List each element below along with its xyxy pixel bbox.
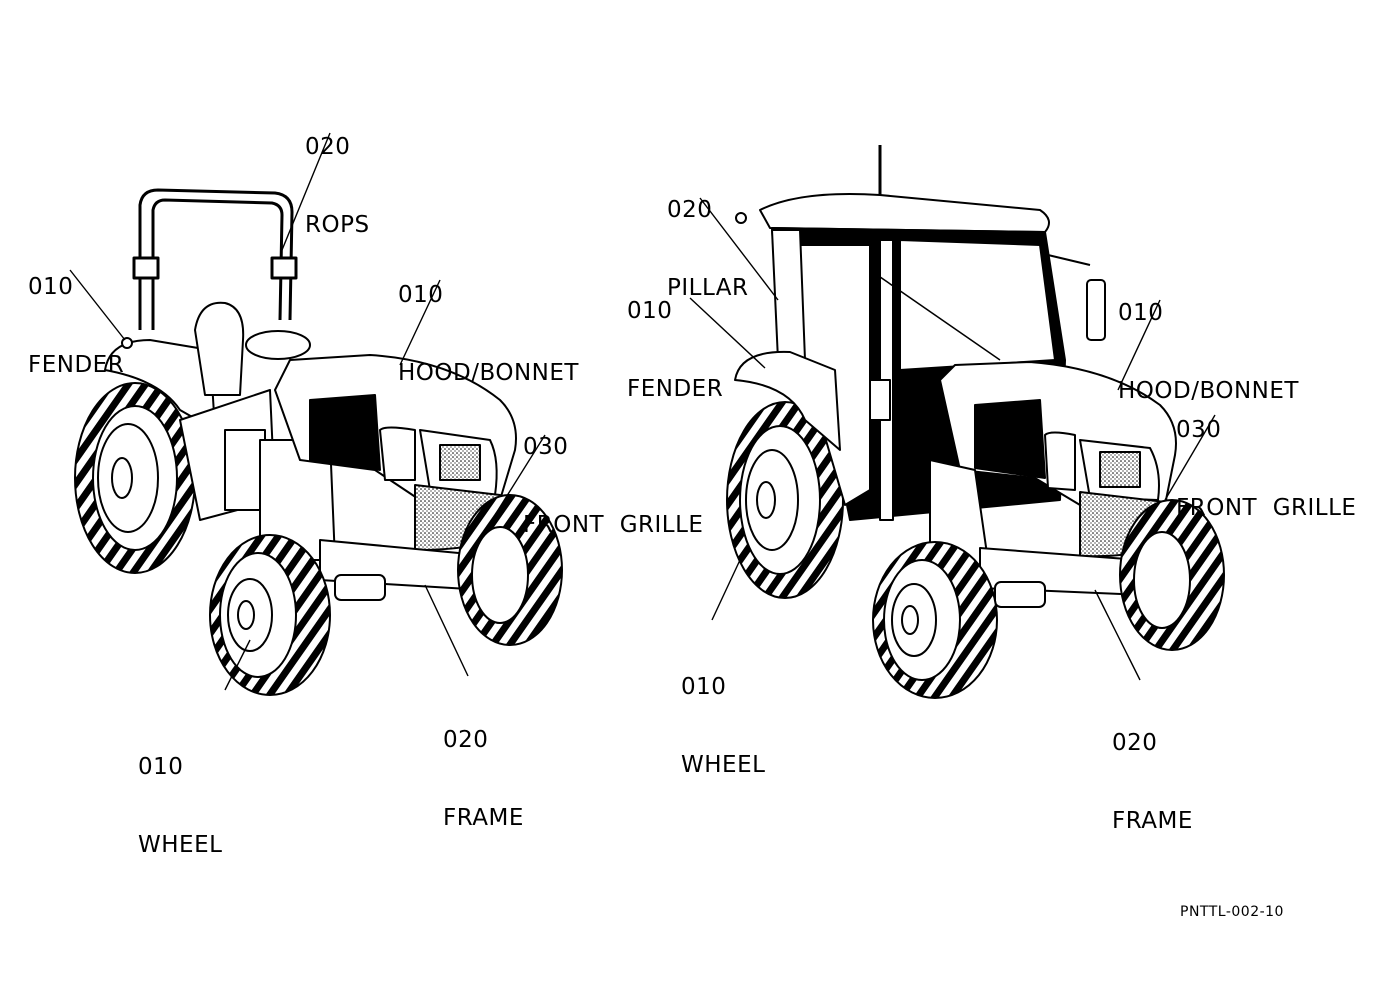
callout-left-front-grille: 030 FRONT GRILLE (523, 382, 703, 564)
left-front-tire (209, 534, 331, 696)
cab-pillar (771, 229, 806, 361)
rops-bar (132, 188, 298, 330)
callout-pillar: 020 PILLAR (667, 145, 749, 327)
callout-right-front-grille: 030 FRONT GRILLE (1176, 365, 1356, 547)
callout-label: FRONT GRILLE (523, 512, 704, 538)
callout-left-frame: 020 FRAME (443, 675, 524, 857)
left-far-front-tire (457, 494, 563, 646)
callout-label: FENDER (627, 376, 724, 402)
rops-tractor-illustration (74, 188, 563, 696)
callout-left-fender: 010 FENDER (28, 222, 124, 404)
callout-label: WHEEL (138, 832, 223, 858)
callout-label: ROPS (305, 212, 370, 238)
right-far-front-tire (1119, 499, 1225, 651)
callout-right-fender: 010 FENDER (627, 246, 723, 428)
cab-tractor-illustration (726, 145, 1225, 699)
left-leader-lines (69, 132, 546, 691)
callout-rops: 020 ROPS (305, 82, 370, 264)
callout-code: 020 (1112, 730, 1158, 756)
callout-code: 010 (627, 298, 673, 324)
right-rear-tire (726, 401, 844, 599)
callout-label: FRONT GRILLE (1176, 495, 1357, 521)
callout-left-hood: 010 HOOD/BONNET (398, 230, 579, 412)
callout-right-frame: 020 FRAME (1112, 678, 1193, 860)
callout-code: 010 (138, 754, 184, 780)
callout-code: 010 (398, 282, 444, 308)
callout-code: 020 (667, 197, 713, 223)
figure-id: PNTTL-002-10 (1180, 904, 1284, 920)
callout-code: 020 (443, 727, 489, 753)
callout-label: HOOD/BONNET (1118, 378, 1299, 404)
callout-code: 010 (1118, 300, 1164, 326)
callout-label: PILLAR (667, 275, 749, 301)
right-front-tire (872, 541, 998, 699)
right-leader-lines (689, 197, 1216, 681)
callout-left-wheel: 010 WHEEL (138, 702, 222, 884)
callout-label: HOOD/BONNET (398, 360, 579, 386)
callout-code: 020 (305, 134, 351, 160)
callout-right-hood: 010 HOOD/BONNET (1118, 248, 1299, 430)
callout-code: 010 (28, 274, 74, 300)
callout-code: 030 (1176, 417, 1222, 443)
callout-right-wheel: 010 WHEEL (681, 622, 765, 804)
seat (194, 301, 245, 396)
right-fender (734, 350, 841, 451)
cab-roof (759, 193, 1050, 233)
callout-label: WHEEL (681, 752, 766, 778)
callout-code: 010 (681, 674, 727, 700)
callout-code: 030 (523, 434, 569, 460)
callout-label: FRAME (1112, 808, 1193, 834)
callout-label: FRAME (443, 805, 524, 831)
left-rear-tire (74, 382, 196, 574)
callout-label: FENDER (28, 352, 125, 378)
